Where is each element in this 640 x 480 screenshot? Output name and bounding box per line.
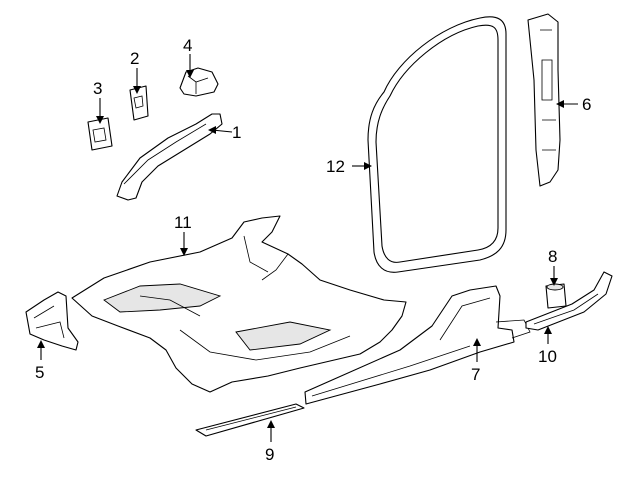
- arrow-3: [96, 116, 104, 124]
- part-1-a-pillar-trim: [116, 113, 223, 201]
- arrow-5: [37, 340, 45, 348]
- callout-12: 12: [326, 157, 345, 176]
- arrow-2: [133, 86, 141, 94]
- arrow-8: [550, 278, 558, 286]
- arrow-1: [208, 126, 216, 134]
- part-11-floor-carpet: [71, 215, 407, 393]
- callout-leaders: [37, 54, 578, 442]
- arrow-4: [186, 70, 194, 78]
- part-2-clip: [129, 85, 149, 121]
- arrow-12: [364, 162, 372, 170]
- callout-8: 8: [548, 247, 557, 266]
- callout-6: 6: [582, 95, 591, 114]
- callout-3: 3: [93, 79, 102, 98]
- callout-1: 1: [232, 123, 241, 142]
- arrow-9: [267, 420, 275, 428]
- callout-5: 5: [35, 363, 44, 382]
- callout-9: 9: [265, 445, 274, 464]
- part-7-sill-trim: [304, 285, 531, 405]
- arrow-10: [544, 326, 552, 334]
- part-9-scuff-plate: [195, 403, 305, 437]
- arrow-7: [473, 338, 481, 346]
- callout-10: 10: [538, 347, 557, 366]
- part-10-scuff-plate: [525, 271, 613, 331]
- arrow-11: [180, 248, 188, 256]
- part-4-retainer: [179, 67, 219, 97]
- callout-7: 7: [471, 365, 480, 384]
- callout-4: 4: [183, 36, 192, 55]
- arrow-6: [556, 100, 564, 108]
- part-5-kick-panel: [25, 291, 79, 351]
- part-8-bracket: [545, 283, 567, 309]
- callout-11: 11: [174, 213, 192, 232]
- part-6-b-pillar-trim: [527, 13, 561, 187]
- part-12-weatherstrip: [367, 16, 507, 273]
- callout-2: 2: [130, 49, 139, 68]
